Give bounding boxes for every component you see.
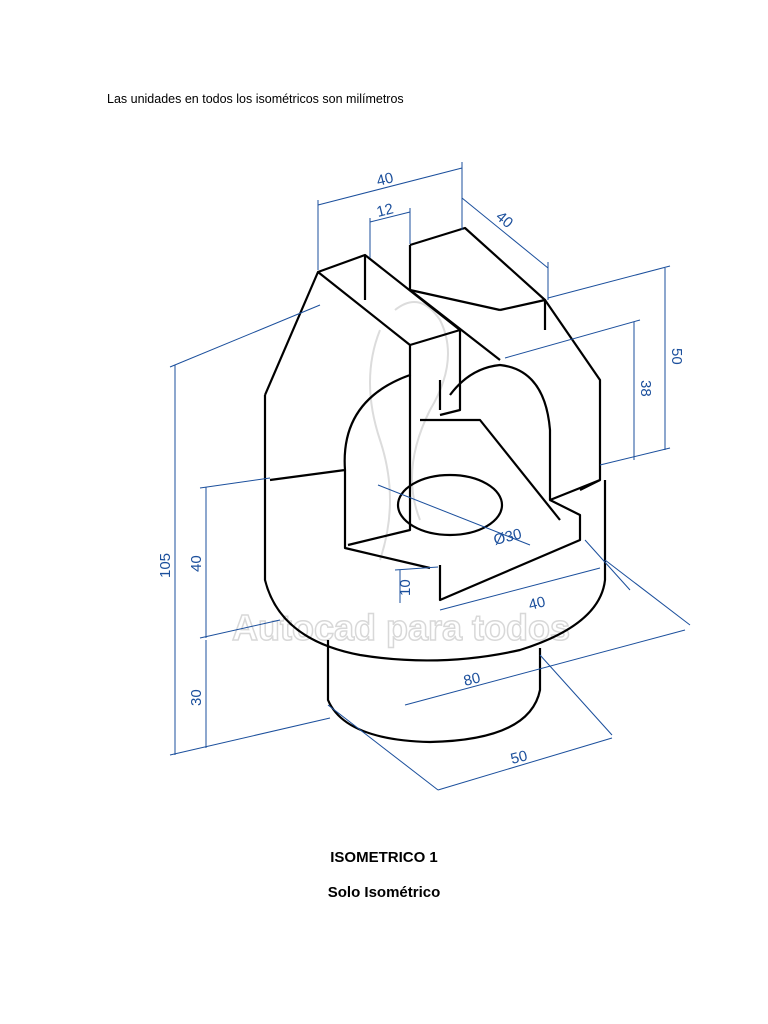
dim-upper-height: 50 <box>668 348 685 365</box>
body-cylinder <box>263 395 607 662</box>
dim-total-height: 105 <box>157 553 174 578</box>
watermark-text: Autocad para todos <box>232 607 570 648</box>
dim-top-width: 40 <box>375 169 395 190</box>
drawing-subtitle: Solo Isométrico <box>327 884 441 901</box>
dim-slot-height: 38 <box>637 380 654 397</box>
part-outline <box>263 226 607 744</box>
boss-cylinder <box>326 640 542 744</box>
dim-top-depth: 40 <box>492 208 516 232</box>
dim-hole-diameter: Ø30 <box>492 526 524 549</box>
left-arm <box>263 270 412 482</box>
dim-body-height: 40 <box>188 555 205 572</box>
dimension-lines <box>169 162 691 791</box>
dim-slot-width: 12 <box>375 200 395 221</box>
dim-body-diameter: 80 <box>462 669 482 690</box>
dim-boss-diameter: 50 <box>509 747 529 768</box>
right-arm <box>409 226 547 330</box>
dim-boss-height: 30 <box>188 689 205 706</box>
units-note: Las unidades en todos los isométricos so… <box>107 92 404 106</box>
watermark-logo <box>369 301 449 561</box>
center-hole <box>396 473 504 537</box>
drawing-title: ISOMETRICO 1 <box>330 849 438 866</box>
dim-step-height: 10 <box>397 579 414 596</box>
dim-slot-depth: 40 <box>527 593 547 614</box>
